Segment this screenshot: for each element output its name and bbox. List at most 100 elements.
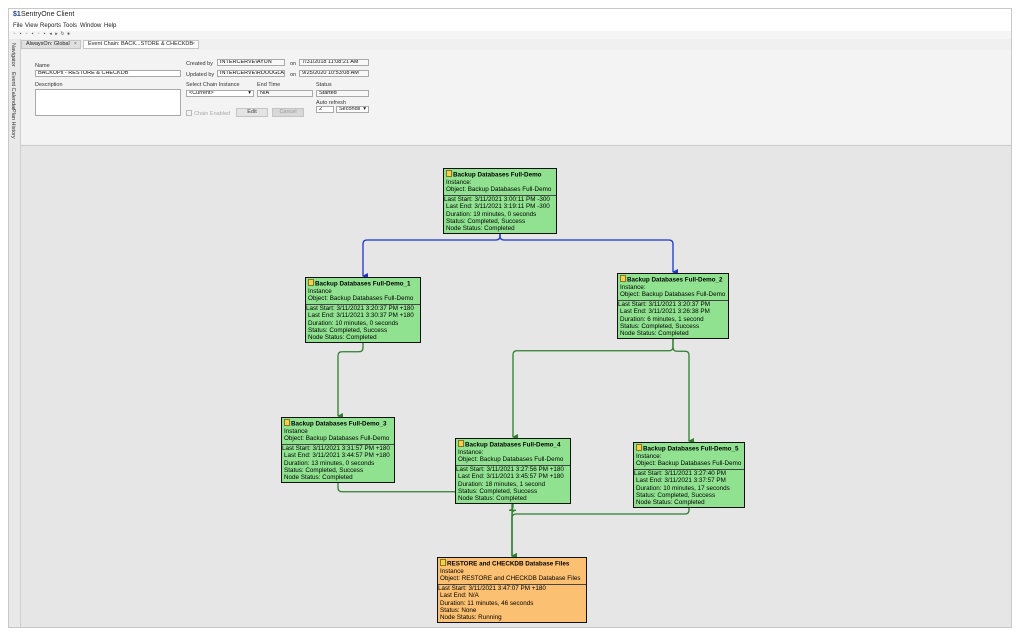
node-title: Backup Databases Full-Demo_1: [308, 279, 418, 288]
app-title: SentryOne Client: [21, 11, 75, 18]
menu-file[interactable]: File: [13, 23, 23, 29]
node-title-text: Backup Databases Full-Demo_5: [643, 445, 739, 453]
updated-on-label: on: [290, 72, 297, 78]
close-icon[interactable]: ×: [73, 41, 77, 47]
job-icon: [458, 440, 464, 447]
updated-by-field: INTERCERVE\RDOUGLAS: [217, 70, 285, 77]
created-by-label: Created by: [186, 61, 213, 67]
node-last-start: Last Start: 3/11/2021 3:00:11 PM -300: [444, 194, 556, 203]
cut-icon[interactable]: ▪: [31, 31, 34, 37]
open-icon[interactable]: ▪: [19, 31, 22, 37]
checkbox-icon[interactable]: [186, 110, 192, 116]
node-last-start: Last Start: 3/11/2021 3:47:07 PM +180: [438, 583, 586, 592]
forward-icon[interactable]: ▸: [55, 31, 58, 37]
node-title-text: Backup Databases Full-Demo_3: [291, 420, 387, 428]
node-object: Object: Backup Databases Full-Demo: [284, 435, 390, 443]
tab-label: Event Chain: BACK...STORE & CHECKDB: [88, 41, 194, 47]
node-duration: Duration: 10 minutes, 0 seconds: [308, 319, 399, 327]
node-last-end: Last End: 3/11/2021 3:26:38 PM: [620, 308, 710, 316]
menu-reports[interactable]: Reports: [40, 23, 62, 29]
node-title-text: Backup Databases Full-Demo: [453, 171, 542, 179]
description-field[interactable]: [35, 89, 181, 116]
node-status: Status: Completed, Success: [620, 322, 700, 330]
sidebar-tab-event-calendar[interactable]: Event Calendar: [10, 72, 16, 110]
node-node-status: Node Status: Completed: [308, 334, 377, 342]
node-instance: Instance:: [636, 452, 662, 460]
node-last-start: Last Start: 3/11/2021 3:27:56 PM +180: [456, 464, 570, 473]
close-icon[interactable]: ×: [191, 41, 195, 47]
node-title: Backup Databases Full-Demo_3: [284, 419, 392, 428]
app-logo: $1: [13, 11, 21, 18]
paste-icon[interactable]: ▪: [43, 31, 46, 37]
refresh-icon[interactable]: ↻: [60, 31, 65, 37]
menu-help[interactable]: Help: [104, 23, 117, 29]
tab-event-chain[interactable]: Event Chain: BACK...STORE & CHECKDB ×: [83, 40, 199, 49]
tab-label: AlwaysOn: Global: [26, 41, 70, 47]
toolbar: ▫ ▪ ▫ ▪ ▫ ▪ ◂ ▸ ↻ ●: [9, 31, 1011, 39]
chevron-down-icon[interactable]: ▾: [248, 90, 251, 96]
chevron-down-icon[interactable]: ▾: [363, 106, 366, 112]
name-field[interactable]: BACKUPs - RESTORE & CHECKDB: [35, 70, 181, 77]
node-instance: Instance:: [620, 283, 646, 291]
copy-icon[interactable]: ▫: [37, 31, 40, 37]
node-duration: Duration: 19 minutes, 0 seconds: [446, 210, 537, 218]
menu-tools[interactable]: Tools: [63, 23, 78, 29]
chain-edge-n2-n5: [672, 339, 694, 444]
node-status: Status: Completed, Success: [308, 326, 388, 334]
node-status: Status: Completed, Success: [636, 491, 716, 499]
edit-button[interactable]: Edit: [236, 108, 268, 117]
node-instance: Instance: [308, 287, 332, 295]
job-icon: [446, 170, 452, 177]
help-icon[interactable]: ●: [66, 31, 71, 37]
tab-alwayson-global[interactable]: AlwaysOn: Global ×: [21, 40, 81, 49]
node-object: Object: Backup Databases Full-Demo: [446, 186, 552, 194]
save-icon[interactable]: ▫: [25, 31, 28, 37]
node-duration: Duration: 6 minutes, 1 second: [620, 315, 704, 323]
back-icon[interactable]: ◂: [49, 31, 52, 37]
auto-refresh-stepper[interactable]: 2: [316, 106, 334, 113]
chain-enabled-label: Chain Enabled: [194, 111, 231, 117]
node-instance: Instance:: [446, 178, 472, 186]
sidebar-tab-plan-history[interactable]: Plan History: [10, 109, 16, 139]
cancel-button[interactable]: Cancel: [272, 108, 304, 117]
node-title: Backup Databases Full-Demo: [446, 170, 554, 179]
sidebar-tab-navigator[interactable]: Navigator: [10, 43, 16, 67]
app-window: $1 SentryOne Client File View Reports To…: [8, 8, 1012, 628]
auto-refresh-unit-select[interactable]: Seconds ▾: [336, 106, 369, 113]
created-on-label: on: [290, 61, 297, 67]
node-title-text: Backup Databases Full-Demo_2: [627, 276, 723, 284]
title-bar: $1 SentryOne Client: [9, 9, 1011, 21]
node-duration: Duration: 18 minutes, 1 second: [458, 480, 546, 488]
node-object: Object: Backup Databases Full-Demo: [620, 291, 726, 299]
menu-bar: File View Reports Tools Window Help: [9, 21, 1011, 31]
node-object: Object: Backup Databases Full-Demo: [458, 456, 564, 464]
node-last-start: Last Start: 3/11/2021 3:20:37 PM +180: [306, 303, 420, 312]
updated-by-label: Updated by: [186, 72, 215, 78]
new-icon[interactable]: ▫: [13, 31, 16, 37]
node-duration: Duration: 10 minutes, 17 seconds: [636, 484, 730, 492]
created-by-field: INTERCERVE\AYUN: [217, 59, 285, 66]
node-node-status: Node Status: Completed: [458, 495, 527, 503]
status-field: Started: [316, 90, 369, 97]
menu-window[interactable]: Window: [80, 23, 102, 29]
chain-instance-select[interactable]: <Current> ▾: [186, 90, 254, 97]
node-instance: Instance:: [458, 448, 484, 456]
status-label: Status: [316, 82, 332, 88]
chain-enabled-checkbox[interactable]: Chain Enabled: [186, 110, 230, 117]
job-icon: [636, 444, 642, 451]
menu-view[interactable]: View: [25, 23, 38, 29]
auto-refresh-label: Auto refresh: [316, 100, 346, 106]
node-node-status: Node Status: Running: [440, 614, 502, 622]
job-icon: [284, 419, 290, 426]
node-title: Backup Databases Full-Demo_2: [620, 275, 726, 284]
side-panel: Navigator Event Calendar Plan History: [9, 39, 21, 627]
auto-refresh-value: 2: [319, 106, 323, 112]
auto-refresh-unit: Seconds: [339, 106, 361, 112]
